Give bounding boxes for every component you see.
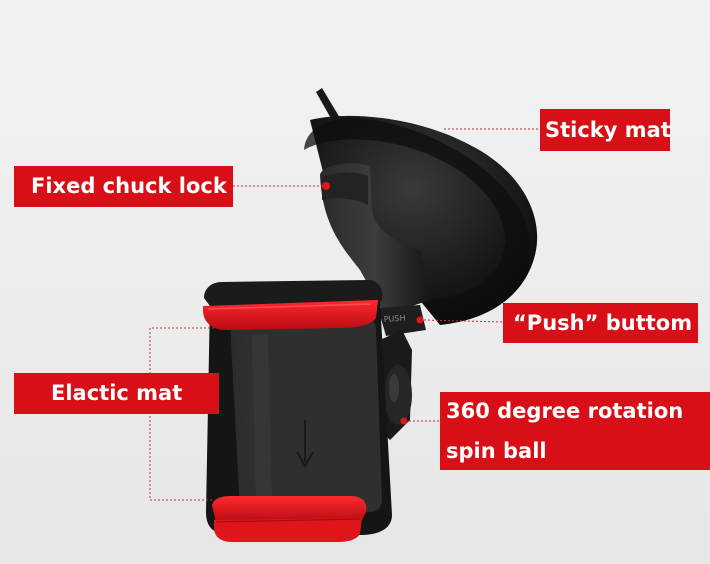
arrow-down-icon: [296, 420, 314, 469]
push-button-body: PUSH: [378, 305, 426, 336]
leader-dots: [322, 182, 424, 425]
label-fixed-chuck-lock: Fixed chuck lock: [14, 166, 233, 207]
push-marking: PUSH: [384, 313, 406, 323]
label-rotation-spin-ball: 360 degree rotation spin ball: [440, 392, 710, 470]
leader-push: [423, 319, 504, 323]
phone-clamp: [206, 300, 392, 535]
bottom-jaw: [212, 496, 367, 542]
label-rotation-line2: spin ball: [446, 439, 547, 463]
label-sticky-mat: Sticky mat: [540, 109, 671, 151]
leader-lines: [149, 128, 540, 501]
lock-arm: [320, 163, 430, 315]
label-push-button: “Push” buttom: [503, 303, 698, 343]
label-elastic-mat: Elactic mat: [14, 373, 219, 414]
top-jaw: [203, 280, 383, 330]
leader-elastic: [149, 327, 214, 501]
spin-ball: [380, 330, 412, 440]
label-rotation-line1: 360 degree rotation: [446, 399, 684, 423]
